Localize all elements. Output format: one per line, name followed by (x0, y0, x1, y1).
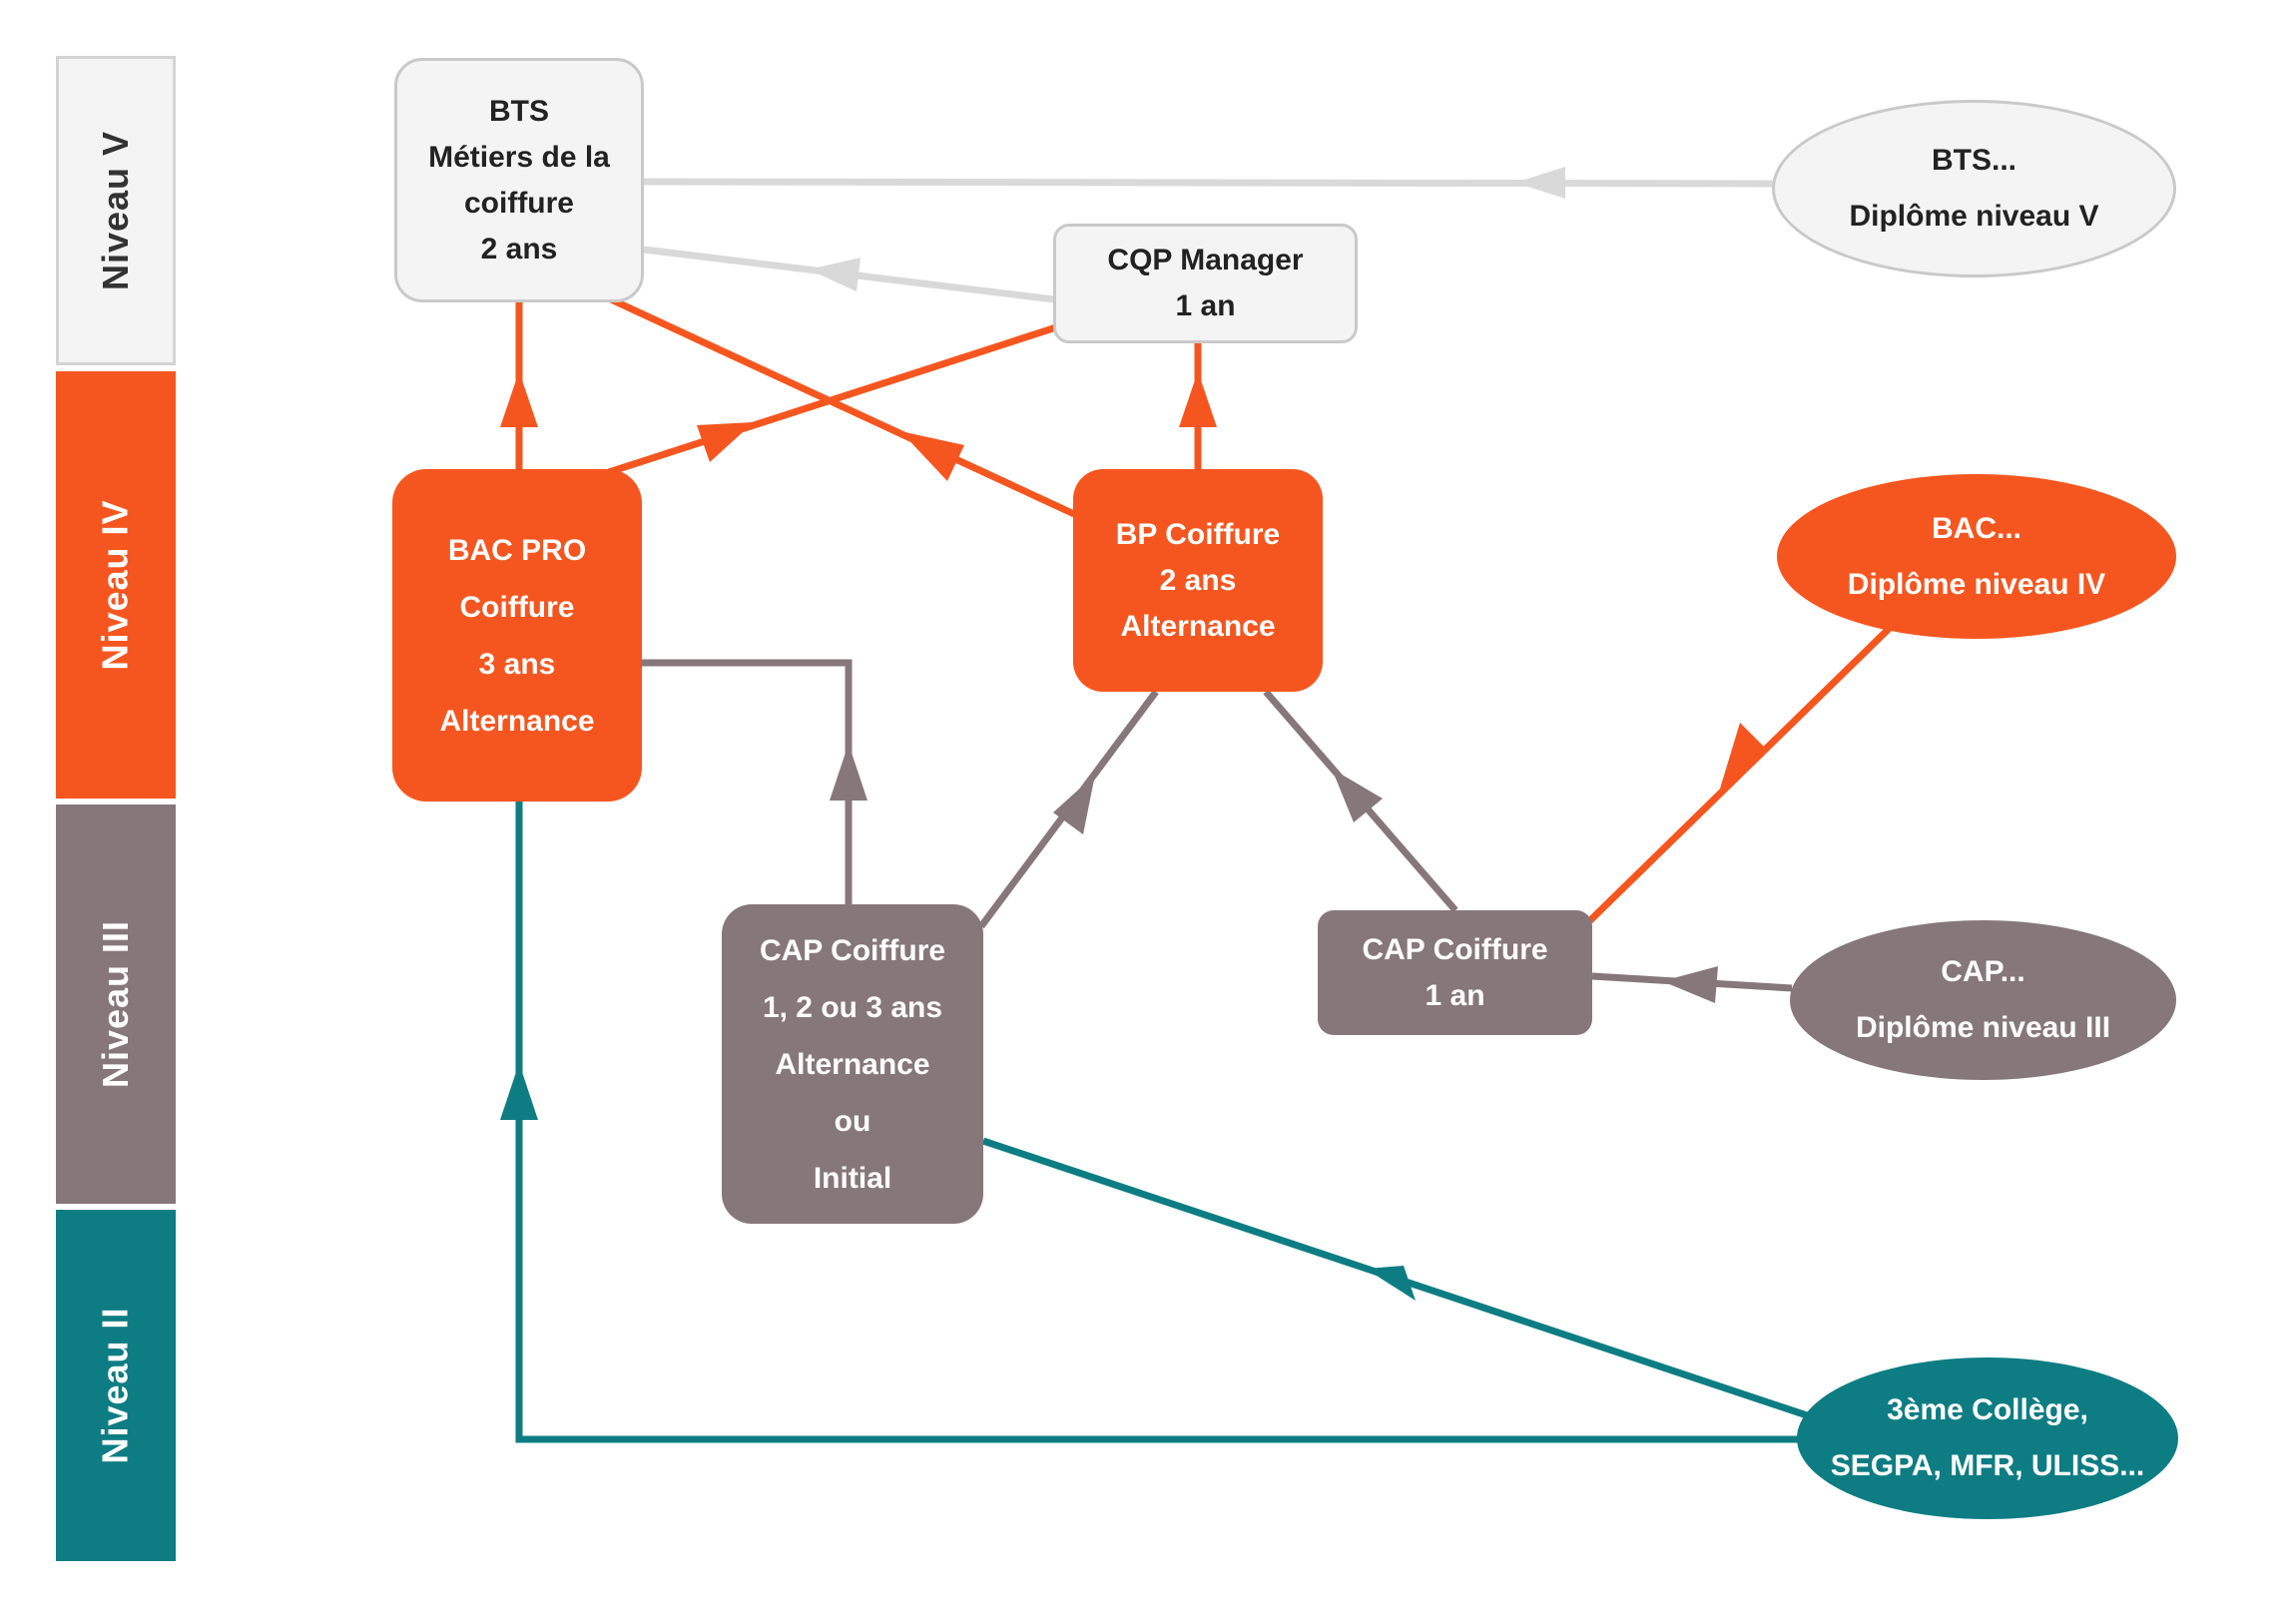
bts-node: BTS Métiers de la coiffure 2 ans (394, 58, 644, 302)
cap-line-2: 1, 2 ou 3 ans (762, 990, 943, 1024)
cqp-manager-node: CQP Manager 1 an (1053, 224, 1358, 343)
cqp-line-2: 1 an (1175, 289, 1236, 322)
bts-line-2: Métiers de la (428, 140, 610, 174)
arrow-bts-diploma-to-bts (643, 178, 1776, 188)
level-iv-band: Niveau IV (56, 371, 176, 799)
bts-entry-line-1: BTS... (1931, 144, 2016, 177)
cap-diploma-entry: CAP... Diplôme niveau III (1790, 920, 2176, 1080)
arrowhead (1366, 1266, 1416, 1301)
arrowhead (1662, 966, 1718, 1003)
arrow-cap-to-bac-pro (642, 659, 853, 904)
bts-entry-line-2: Diplôme niveau V (1849, 200, 2099, 233)
level-iii-band: Niveau III (56, 805, 176, 1204)
bac-pro-line-4: Alternance (439, 704, 595, 738)
cap-line-1: CAP Coiffure (759, 933, 946, 967)
bts-line-1: BTS (489, 94, 549, 128)
arrowhead (1053, 775, 1095, 834)
bts-line-3: coiffure (463, 186, 574, 220)
cap-line-3: Alternance (775, 1047, 930, 1081)
arrowhead (697, 422, 754, 462)
bp-line-3: Alternance (1120, 609, 1276, 643)
arrowhead (1332, 769, 1383, 822)
arrowhead (830, 744, 867, 801)
cap-entry-line-1: CAP... (1941, 955, 2025, 988)
cap-coiffure-1an-node: CAP Coiffure 1 an (1318, 910, 1592, 1035)
bac-entry-line-2: Diplôme niveau IV (1847, 567, 2106, 601)
arrowhead (1515, 167, 1565, 199)
arrowhead (500, 1063, 538, 1120)
level-v-band: Niveau V (56, 56, 176, 365)
level-iv-label: Niveau IV (95, 499, 137, 671)
cap-line-4: ou (834, 1104, 871, 1138)
arrowhead (1717, 723, 1766, 799)
arrow-bp-to-bts (609, 295, 1076, 518)
cqp-line-1: CQP Manager (1107, 244, 1304, 276)
college-entry-line-1: 3ème Collège, (1887, 1393, 2088, 1426)
cap-coiffure-1-2-3-node: CAP Coiffure 1, 2 ou 3 ans Alternance ou… (722, 904, 983, 1224)
bp-coiffure-node: BP Coiffure 2 ans Alternance (1073, 469, 1323, 692)
bac-pro-line-1: BAC PRO (447, 533, 587, 567)
arrow-college-to-bac-pro (515, 802, 1802, 1443)
bac-pro-line-2: Coiffure (459, 590, 575, 624)
cap-1an-line-1: CAP Coiffure (1362, 932, 1548, 966)
level-iii-label: Niveau III (95, 919, 136, 1089)
bac-diploma-entry: BAC... Diplôme niveau IV (1777, 474, 2176, 639)
cap-entry-line-2: Diplôme niveau III (1855, 1011, 2111, 1044)
college-entry-line-2: SEGPA, MFR, ULISS... (1830, 1449, 2145, 1482)
arrowhead (809, 258, 861, 291)
bp-line-1: BP Coiffure (1115, 517, 1281, 551)
arrowhead (900, 431, 964, 481)
arrowhead (1179, 371, 1217, 427)
cap-1an-line-2: 1 an (1425, 978, 1485, 1012)
bts-diploma-entry: BTS... Diplôme niveau V (1772, 100, 2176, 277)
arrowhead (500, 371, 538, 427)
bts-line-4: 2 ans (480, 232, 558, 266)
bp-line-2: 2 ans (1159, 563, 1237, 597)
bac-entry-line-1: BAC... (1932, 511, 2021, 545)
bac-pro-line-3: 3 ans (478, 647, 556, 681)
level-ii-band: Niveau II (56, 1210, 176, 1561)
bac-pro-node: BAC PRO Coiffure 3 ans Alternance (392, 469, 642, 802)
level-v-label: Niveau V (95, 130, 137, 291)
level-ii-label: Niveau II (95, 1307, 136, 1464)
college-entry: 3ème Collège, SEGPA, MFR, ULISS... (1797, 1357, 2178, 1519)
cap-line-5: Initial (813, 1161, 892, 1195)
